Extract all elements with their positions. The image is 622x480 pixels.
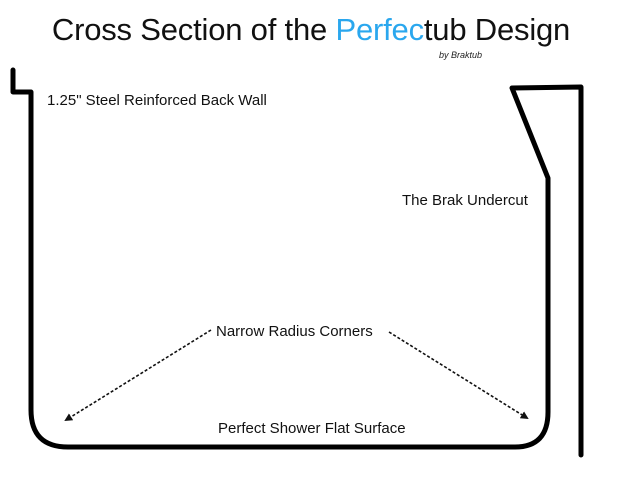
title-suffix: Design	[466, 12, 571, 47]
brand-byline: by Braktub	[439, 50, 483, 60]
brand-part-2-wrap: tub	[424, 12, 467, 47]
right-corner-arrow	[388, 331, 529, 420]
left-corner-arrow	[64, 329, 212, 422]
diagram-title: Cross Section of the Perfectub Design	[0, 12, 622, 48]
corners-label: Narrow Radius Corners	[216, 323, 373, 340]
title-prefix: Cross Section of the	[51, 12, 336, 47]
back-wall-label: 1.25" Steel Reinforced Back Wall	[47, 92, 267, 109]
undercut-label: The Brak Undercut	[402, 192, 528, 209]
brand-part-1: Perfec	[335, 12, 424, 47]
brand-part-2: tub	[423, 12, 467, 47]
flat-surface-label: Perfect Shower Flat Surface	[218, 420, 406, 437]
brand-logo: Perfectub	[335, 12, 466, 47]
tub-profile-outline	[10, 67, 584, 458]
